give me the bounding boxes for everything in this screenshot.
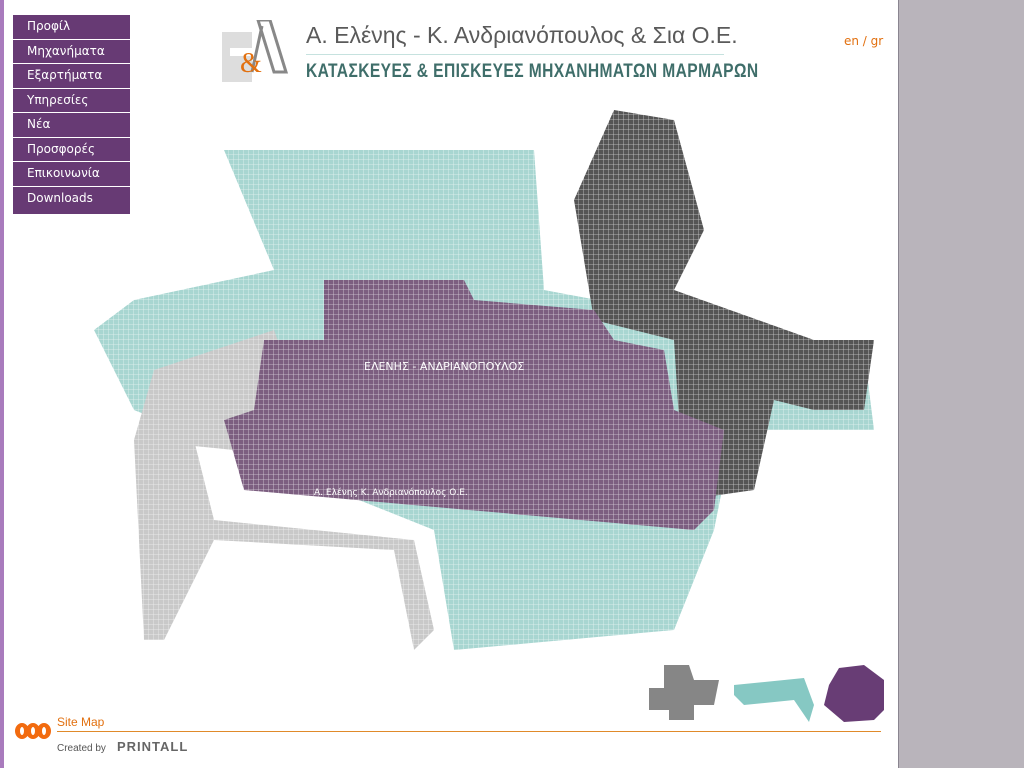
company-logo[interactable]: & bbox=[222, 20, 288, 82]
sitemap-icon[interactable] bbox=[14, 722, 52, 740]
thumbnail-purple[interactable] bbox=[824, 665, 884, 722]
menu-item-contact[interactable]: Επικοινωνία bbox=[13, 162, 130, 187]
menu-item-profile[interactable]: Προφίλ bbox=[13, 15, 130, 40]
menu-item-machines[interactable]: Μηχανήματα bbox=[13, 40, 130, 64]
language-switch[interactable]: en / gr bbox=[844, 34, 884, 48]
machine-thumbnails bbox=[649, 665, 884, 722]
menu-item-news[interactable]: Νέα bbox=[13, 113, 130, 138]
menu-item-parts[interactable]: Εξαρτήματα bbox=[13, 64, 130, 89]
thumbnail-teal[interactable] bbox=[734, 678, 814, 722]
machine-label-bottom: Α. Ελένης Κ. Ανδριανόπουλος Ο.Ε. bbox=[314, 487, 468, 498]
sitemap-link[interactable]: Site Map bbox=[57, 715, 105, 729]
company-name: Α. Ελένης - Κ. Ανδριανόπουλος & Σια Ο.Ε. bbox=[306, 22, 738, 48]
machine-label-top: ΕΛΕΝΗΣ - ΑΝΔΡΙΑΝΟΠΟΥΛΟΣ bbox=[364, 360, 524, 373]
menu-item-offers[interactable]: Προσφορές bbox=[13, 138, 130, 162]
thumbnail-gray[interactable] bbox=[649, 665, 719, 720]
footer-divider bbox=[57, 731, 881, 732]
header-divider bbox=[306, 54, 724, 55]
menu-item-downloads[interactable]: Downloads bbox=[27, 190, 93, 205]
main-menu: Προφίλ Μηχανήματα Εξαρτήματα Υπηρεσίες Ν… bbox=[13, 15, 130, 214]
svg-text:&: & bbox=[240, 48, 262, 79]
company-tagline: ΚΑΤΑΣΚΕΥΕΣ & ΕΠΙΣΚΕΥΕΣ ΜΗΧΑΝΗΜΑΤΩΝ ΜΑΡΜΑ… bbox=[306, 61, 759, 82]
printall-logo-link[interactable]: PRINTALL bbox=[117, 739, 189, 754]
page: Προφίλ Μηχανήματα Εξαρτήματα Υπηρεσίες Ν… bbox=[0, 0, 899, 768]
created-by-label: Created by bbox=[57, 743, 106, 754]
machines-illustration: ΕΛΕΝΗΣ - ΑΝΔΡΙΑΝΟΠΟΥΛΟΣ Α. Ελένης Κ. Ανδ… bbox=[74, 110, 884, 660]
menu-item-services[interactable]: Υπηρεσίες bbox=[13, 89, 130, 113]
